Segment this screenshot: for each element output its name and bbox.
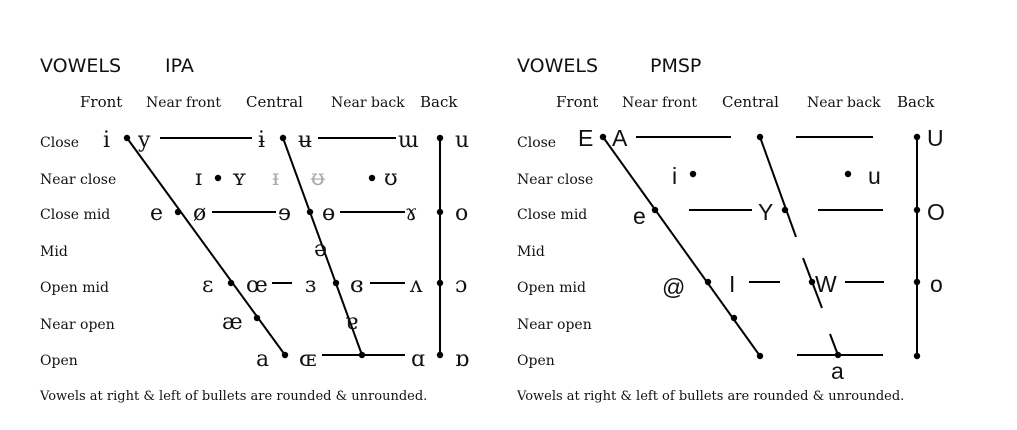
footnote: Vowels at right & left of bullets are ro… xyxy=(516,389,904,404)
col-near-back: Near back xyxy=(807,95,881,111)
vowel: ɨ xyxy=(258,128,265,153)
row-open-mid: Open mid xyxy=(517,280,586,296)
vowel: ɯ xyxy=(398,128,419,153)
row-close: Close xyxy=(40,135,79,151)
row-close: Close xyxy=(517,135,556,151)
vowel: A xyxy=(612,125,628,151)
vowel: ɛ xyxy=(202,273,213,298)
vowel: ʌ xyxy=(409,273,423,298)
col-front: Front xyxy=(80,93,122,111)
vowel: ɔ xyxy=(455,273,467,298)
vowel: o xyxy=(455,201,468,226)
col-near-back: Near back xyxy=(331,95,405,111)
vowel: U xyxy=(927,125,944,151)
vowel: ə xyxy=(314,237,327,262)
chart-title: VOWELS xyxy=(517,55,598,77)
bullets xyxy=(599,133,921,360)
vowel: E xyxy=(578,125,593,151)
row-labels: Close Near close Close mid Mid Open mid … xyxy=(517,135,593,369)
vowel: ɘ xyxy=(278,201,291,226)
vowel: æ xyxy=(222,310,243,335)
chart-system-name: PMSP xyxy=(650,55,701,77)
row-near-close: Near close xyxy=(517,172,593,188)
column-headers: Front Near front Central Near back Back xyxy=(556,93,935,111)
vowel: W xyxy=(815,271,837,297)
col-central: Central xyxy=(722,93,779,111)
row-near-open: Near open xyxy=(517,317,592,333)
vowel: e xyxy=(150,201,163,226)
vowel: ʉ xyxy=(298,128,312,153)
vowel: u xyxy=(455,128,469,153)
chart-system-name: IPA xyxy=(165,55,194,77)
col-back: Back xyxy=(897,93,935,111)
vowel: a xyxy=(256,347,269,372)
row-open-mid: Open mid xyxy=(40,280,109,296)
vowel: ɤ xyxy=(405,201,417,226)
vowel: ɪ xyxy=(195,166,202,191)
chart-lines xyxy=(602,136,918,357)
row-open: Open xyxy=(40,353,78,369)
vowel: ɜ xyxy=(305,273,316,298)
ipa-chart: VOWELS IPA Front Near front Central Near… xyxy=(39,55,469,404)
row-near-close: Near close xyxy=(40,172,116,188)
ipa-vowels: i y ɨ ʉ ɯ u ɪ ʏ ᵻ ᵿ ʊ e ø ɘ ɵ ɤ o ə ɛ œ … xyxy=(103,128,469,372)
vowel: i xyxy=(103,128,110,153)
vowel: ɵ xyxy=(322,201,335,226)
col-near-front: Near front xyxy=(622,95,697,111)
column-headers: Front Near front Central Near back Back xyxy=(80,93,458,111)
row-labels: Close Near close Close mid Mid Open mid … xyxy=(40,135,116,369)
vowel: ɶ xyxy=(299,347,316,372)
vowel: ʊ xyxy=(384,166,398,191)
vowel: ʏ xyxy=(232,166,246,191)
vowel: œ xyxy=(246,273,268,298)
col-back: Back xyxy=(420,93,458,111)
row-mid: Mid xyxy=(40,244,68,260)
vowel: ᵻ xyxy=(272,166,279,191)
col-central: Central xyxy=(246,93,303,111)
vowel: e xyxy=(633,203,646,229)
vowel: o xyxy=(930,271,943,297)
footnote: Vowels at right & left of bullets are ro… xyxy=(39,389,427,404)
vowel: O xyxy=(927,199,945,225)
vowel: @ xyxy=(662,274,685,300)
col-near-front: Near front xyxy=(146,95,221,111)
bullets xyxy=(123,134,444,359)
vowel: Y xyxy=(758,199,773,225)
row-close-mid: Close mid xyxy=(517,207,587,223)
vowel: y xyxy=(137,128,151,153)
vowel: ɒ xyxy=(455,347,469,372)
row-near-open: Near open xyxy=(40,317,115,333)
vowel: ø xyxy=(193,201,206,226)
vowel: u xyxy=(868,163,881,189)
vowel: a xyxy=(831,358,844,384)
vowel: ɞ xyxy=(350,273,364,298)
pmsp-chart: VOWELS PMSP Front Near front Central Nea… xyxy=(516,55,945,404)
vowel: i xyxy=(672,163,677,189)
chart-title: VOWELS xyxy=(40,55,121,77)
vowel: ᵿ xyxy=(310,166,325,191)
row-mid: Mid xyxy=(517,244,545,260)
row-close-mid: Close mid xyxy=(40,207,110,223)
row-open: Open xyxy=(517,353,555,369)
pmsp-vowels: E A U i u e Y O @ I W o a xyxy=(578,125,945,384)
vowel: ɑ xyxy=(411,347,425,372)
vowel: ɐ xyxy=(345,310,358,335)
vowel: I xyxy=(729,271,735,297)
col-front: Front xyxy=(556,93,598,111)
